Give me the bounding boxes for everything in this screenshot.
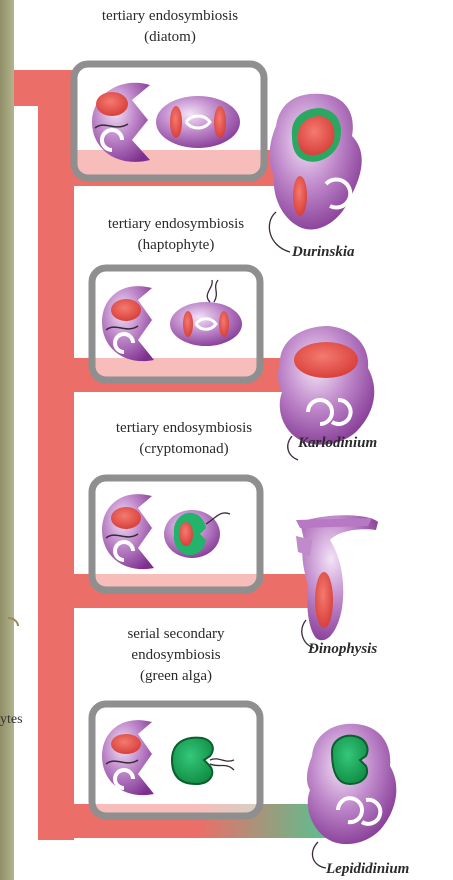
label-cryptomonad-line1: tertiary endosymbiosis (74, 418, 294, 439)
label-haptophyte-line2: (haptophyte) (66, 235, 286, 256)
species-durinskia: Durinskia (292, 243, 355, 261)
species-dinophysis: Dinophysis (308, 640, 377, 658)
side-text-fragment: ytes (0, 712, 23, 728)
cell-lepididinium (307, 724, 396, 868)
label-green-line1: serial secondary (76, 624, 276, 645)
cell-dinophysis (296, 515, 378, 648)
label-diatom-line2: (diatom) (60, 27, 280, 48)
label-diatom: tertiary endosymbiosis (diatom) (60, 6, 280, 48)
label-cryptomonad: tertiary endosymbiosis (cryptomonad) (74, 418, 294, 460)
label-green: serial secondary endosymbiosis (green al… (76, 624, 276, 687)
label-green-line3: (green alga) (76, 666, 276, 687)
label-haptophyte-line1: tertiary endosymbiosis (66, 214, 286, 235)
label-diatom-line1: tertiary endosymbiosis (60, 6, 280, 27)
label-green-line2: endosymbiosis (76, 645, 276, 666)
symbiont-haptophyte (170, 302, 242, 346)
species-lepididinium: Lepididinium (326, 860, 409, 878)
label-cryptomonad-line2: (cryptomonad) (74, 439, 294, 460)
symbiont-diatom (156, 96, 240, 148)
page-margin-strip (0, 0, 14, 880)
label-haptophyte: tertiary endosymbiosis (haptophyte) (66, 214, 286, 256)
species-karlodinium: Karlodinium (298, 434, 377, 452)
